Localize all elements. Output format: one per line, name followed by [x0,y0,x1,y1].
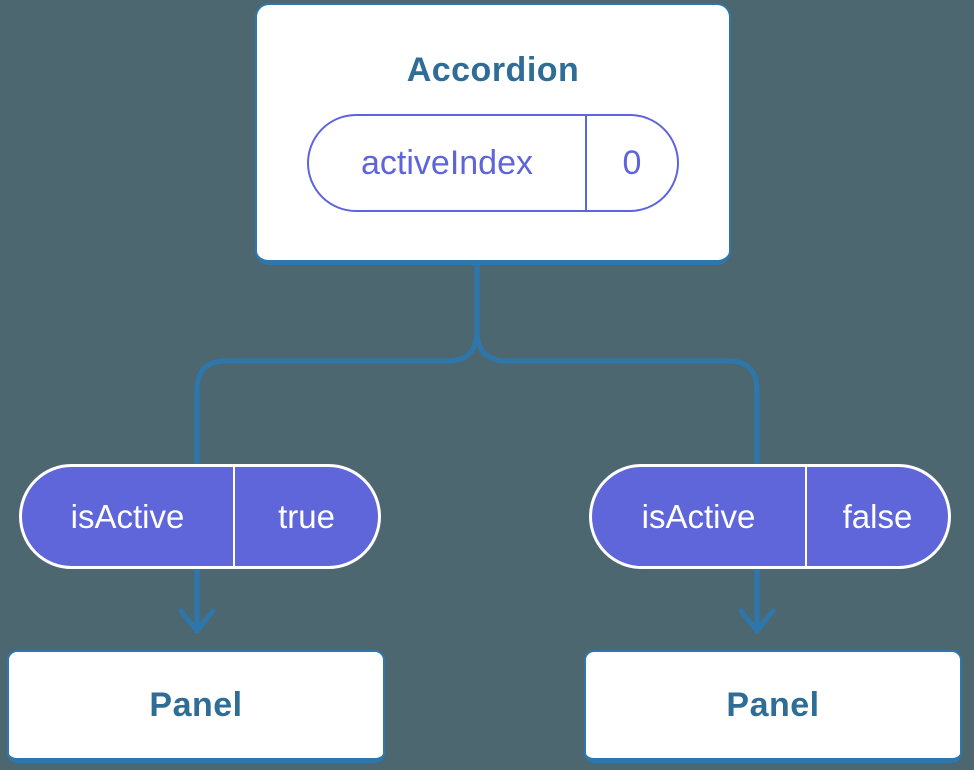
isactive-prop-pill-left: isActive true [19,464,381,569]
prop-name-label: isActive [22,467,235,566]
isactive-prop-pill-right: isActive false [589,464,951,569]
prop-value-label: true [278,497,335,535]
prop-name-label: isActive [592,467,807,566]
accordion-node-title: Accordion [406,51,580,89]
panel-node-title: Panel [726,685,820,724]
arrowhead-right-icon [738,608,776,634]
connector-left-branch [194,263,480,632]
arrowhead-left-icon [178,608,216,634]
connector-right-branch [474,328,760,632]
prop-value-label: false [842,497,913,535]
panel-node-title: Panel [149,685,243,724]
accordion-node: Accordion activeIndex 0 [255,3,731,265]
panel-node-left: Panel [7,650,385,763]
state-value-label: 0 [622,143,642,182]
panel-node-right: Panel [584,650,962,763]
activeindex-state-pill: activeIndex 0 [307,114,679,212]
state-name-label: activeIndex [309,116,587,210]
